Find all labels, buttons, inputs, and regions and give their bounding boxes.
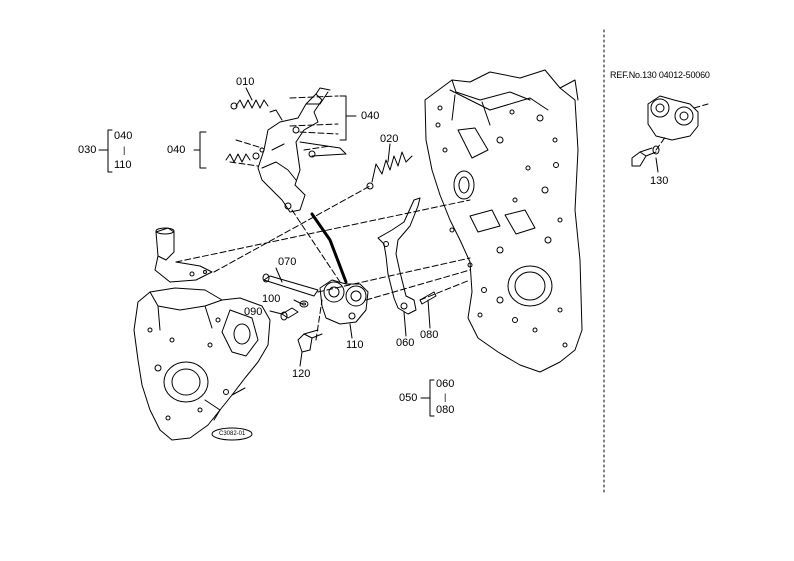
- pin-080: [419, 291, 437, 305]
- callout-120: 120: [292, 368, 311, 380]
- callout-050-range-end: 080: [436, 404, 455, 416]
- bracket-040-top: [339, 95, 357, 141]
- callout-030-range-start: 040: [114, 130, 133, 142]
- callout-050-range-start: 060: [436, 378, 455, 390]
- callout-030-range-end: 110: [114, 159, 132, 171]
- spring-010: [230, 99, 269, 110]
- callout-030-range-sep: |: [123, 145, 126, 155]
- gear-case-block: [424, 69, 583, 373]
- spring-020: [366, 151, 413, 190]
- callout-020: 020: [380, 133, 399, 145]
- callout-100: 100: [262, 293, 281, 305]
- drawing-stamp-oval: [211, 427, 253, 441]
- lower-housing: [133, 287, 271, 441]
- callout-050-range-sep: |: [444, 392, 447, 402]
- callout-070: 070: [278, 256, 297, 268]
- callout-090: 090: [244, 306, 263, 318]
- bracket-040-left: [193, 131, 207, 169]
- callout-060: 060: [396, 337, 415, 349]
- callout-010: 010: [236, 76, 255, 88]
- bracket-050: [429, 379, 435, 417]
- spring-small: [225, 147, 265, 163]
- callout-050: 050: [399, 392, 418, 404]
- governor-lever: [257, 87, 347, 213]
- lever-060: [377, 197, 421, 315]
- bracket-030: [107, 129, 113, 173]
- reference-number: REF.No.130 04012-50060: [610, 70, 710, 80]
- bolt-120: [297, 329, 323, 353]
- bracket-110: [319, 279, 369, 325]
- callout-040-top: 040: [361, 110, 380, 122]
- callout-080: 080: [420, 329, 439, 341]
- callout-030: 030: [78, 144, 97, 156]
- drawing-stamp: C3082-01: [219, 431, 246, 437]
- link-arrow: [310, 212, 348, 284]
- callout-130: 130: [650, 175, 669, 187]
- callout-leaders: [98, 87, 659, 399]
- callout-040-left: 040: [167, 144, 186, 156]
- rod-070: [262, 273, 319, 297]
- bolt-090: [280, 307, 299, 321]
- callout-110: 110: [346, 339, 364, 351]
- ref-assembly-130: [631, 95, 699, 167]
- pump-fitting: [154, 227, 213, 283]
